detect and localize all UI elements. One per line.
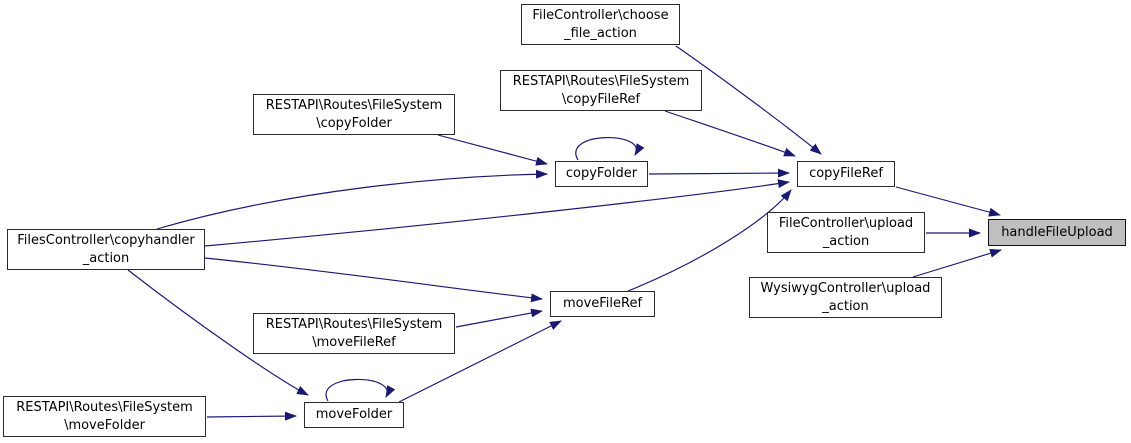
edge-copyfolder-to-copyfolder-selfloop — [575, 137, 645, 161]
edge-movefolder-to-movefileref — [398, 320, 562, 403]
node-wysiwygcontroller-upload-action[interactable]: WysiwygController\upload _action — [749, 277, 942, 318]
node-filescontroller-copyhandler-action[interactable]: FilesController\copyhandler _action — [7, 229, 205, 270]
node-copyfileref[interactable]: copyFileRef — [797, 161, 895, 187]
node-movefolder[interactable]: moveFolder — [304, 402, 404, 428]
edge-filescontroller-copyhandler-action-to-copyfileref — [204, 179, 790, 247]
node-restapi-routes-filesystem-copyfileref[interactable]: RESTAPI\Routes\FileSystem \copyFileRef — [500, 70, 702, 111]
node-restapi-routes-filesystem-movefolder[interactable]: RESTAPI\Routes\FileSystem \moveFolder — [3, 396, 206, 437]
edge-filescontroller-copyhandler-action-to-copyfolder — [156, 169, 548, 230]
node-restapi-routes-filesystem-copyfolder[interactable]: RESTAPI\Routes\FileSystem \copyFolder — [253, 94, 455, 135]
edge-copyfolder-to-copyfileref — [648, 168, 790, 178]
edge-filescontroller-copyhandler-action-to-movefolder — [127, 269, 309, 396]
edge-restapi-routes-filesystem-copyfileref-to-copyfileref — [664, 110, 796, 157]
node-filecontroller-choose-file-action[interactable]: FileController\choose _file_action — [521, 4, 680, 45]
edge-movefolder-to-movefolder-selfloop — [325, 378, 396, 402]
edge-restapi-routes-filesystem-copyfolder-to-copyfolder — [437, 134, 548, 166]
edge-filecontroller-choose-file-action-to-copyfileref — [675, 45, 822, 155]
edge-restapi-routes-filesystem-movefolder-to-movefolder — [206, 411, 297, 421]
edge-filescontroller-copyhandler-action-to-movefileref — [204, 257, 543, 303]
node-restapi-routes-filesystem-movefileref[interactable]: RESTAPI\Routes\FileSystem \moveFileRef — [253, 313, 455, 354]
edge-movefileref-to-copyfileref — [627, 189, 792, 292]
node-copyfolder[interactable]: copyFolder — [555, 161, 648, 187]
edge-wysiwygcontroller-upload-action-to-handlefileupload — [912, 248, 1002, 278]
node-filecontroller-upload-action[interactable]: FileController\upload _action — [767, 212, 925, 253]
edge-copyfileref-to-handlefileupload — [895, 186, 1001, 217]
node-handlefileupload: handleFileUpload — [988, 219, 1126, 246]
edge-restapi-routes-filesystem-movefileref-to-movefileref — [455, 308, 543, 328]
node-movefileref[interactable]: moveFileRef — [550, 291, 655, 317]
